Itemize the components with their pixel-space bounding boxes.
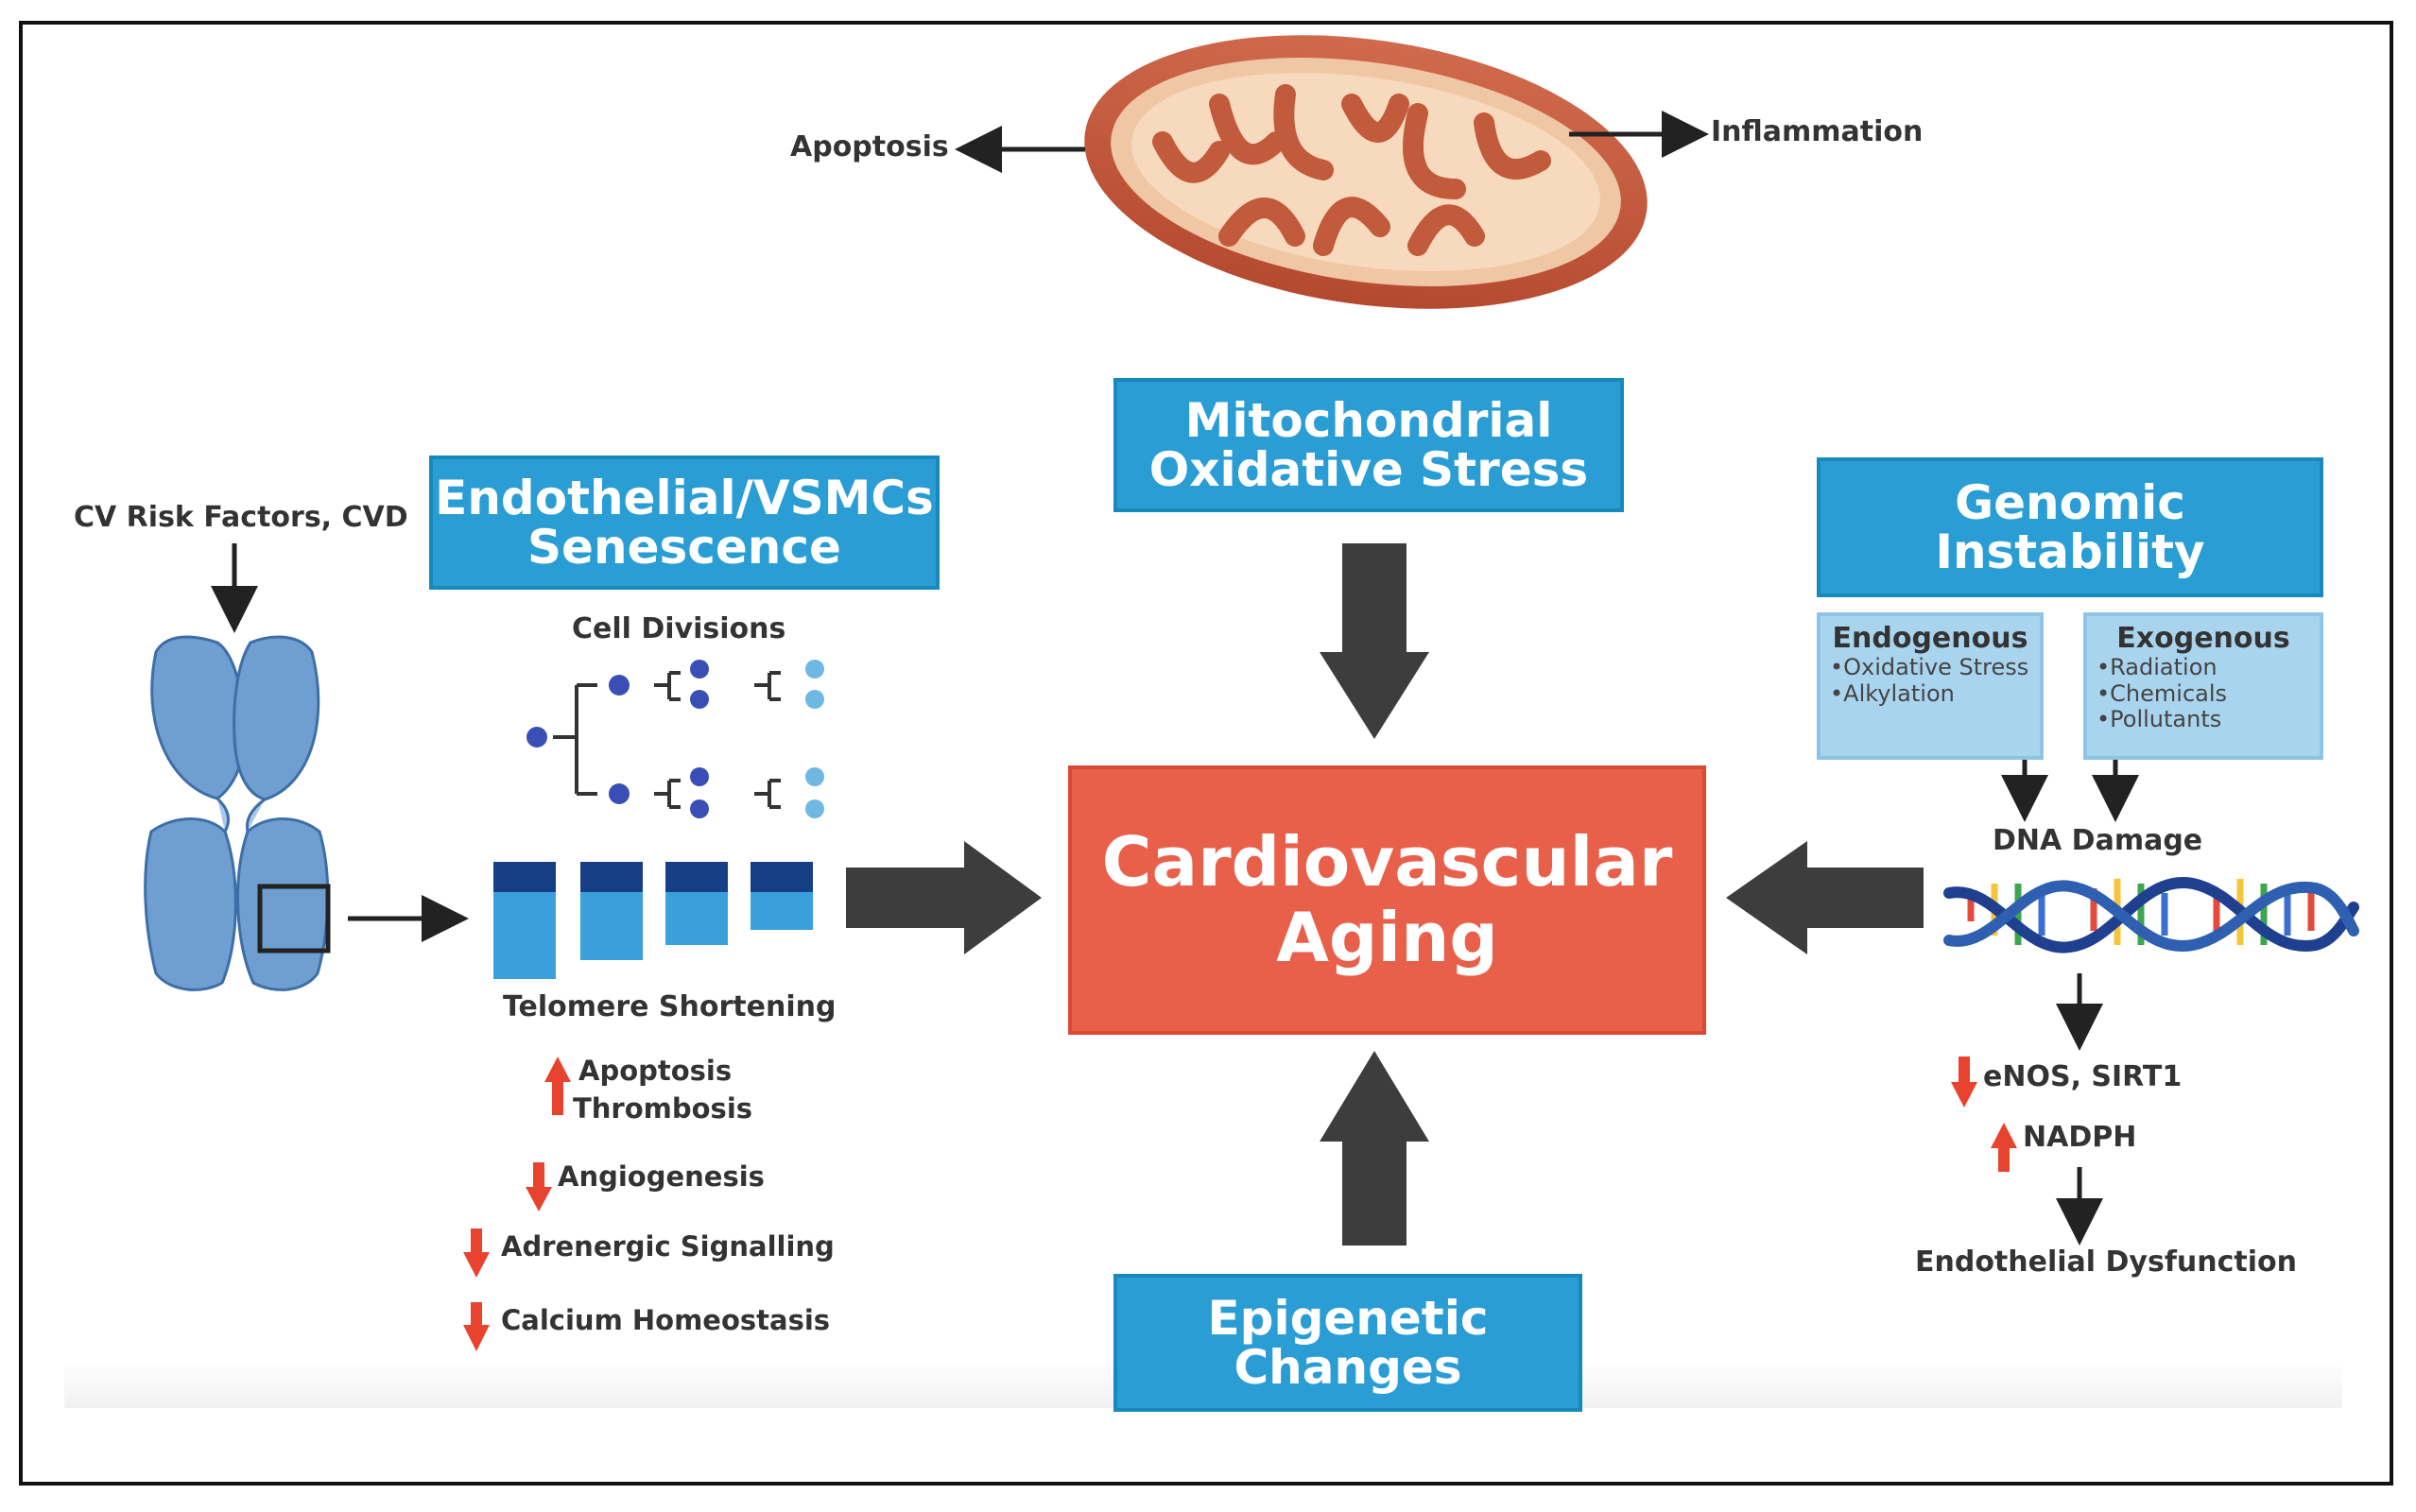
chromosome-icon	[144, 635, 330, 991]
senescence-box-line2: Senescence	[527, 520, 841, 575]
senescence-box: Endothelial/VSMCs Senescence	[429, 455, 940, 590]
nadph-label: NADPH	[2023, 1121, 2137, 1154]
epigenetic-changes-box: Epigenetic Changes	[1113, 1274, 1582, 1412]
effect-calcium-homeostasis: Calcium Homeostasis	[501, 1304, 831, 1336]
red-arrows-right	[1951, 1057, 2017, 1172]
center-line1: Cardiovascular	[1101, 822, 1673, 902]
senescence-box-line1: Endothelial/VSMCs	[435, 470, 934, 525]
inflammation-label: Inflammation	[1711, 115, 1924, 148]
mitochondrial-stress-box: Mitochondrial Oxidative Stress	[1113, 378, 1624, 512]
risk-factors-label: CV Risk Factors, CVD	[74, 501, 408, 534]
big-arrow-down	[1320, 543, 1429, 739]
telomere-shortening-label: Telomere Shortening	[503, 990, 837, 1023]
mito-box-line1: Mitochondrial	[1184, 392, 1553, 448]
telomere-bars	[493, 862, 813, 979]
mitochondrion-icon	[1084, 35, 1648, 309]
center-line2: Aging	[1276, 897, 1498, 977]
effect-apoptosis: Apoptosis	[578, 1055, 733, 1087]
cardiovascular-aging-box: Cardiovascular Aging	[1068, 765, 1706, 1035]
red-arrows-left	[463, 1057, 571, 1351]
effect-thrombosis: Thrombosis	[573, 1092, 753, 1125]
big-arrow-right	[846, 841, 1042, 954]
endogenous-item: •Oxidative Stress	[1830, 654, 2029, 680]
endogenous-box: Endogenous •Oxidative Stress •Alkylation	[1817, 612, 2044, 760]
exogenous-item: •Pollutants	[2097, 706, 2222, 733]
dna-helix-icon	[1943, 877, 2359, 954]
apoptosis-label: Apoptosis	[790, 130, 949, 163]
genomic-box-title: Genomic Instability	[1935, 474, 2205, 579]
endogenous-item: •Alkylation	[1830, 679, 1955, 707]
exogenous-item: •Chemicals	[2097, 679, 2228, 707]
dna-damage-label: DNA Damage	[1993, 824, 2203, 857]
enos-sirt1-label: eNOS, SIRT1	[1983, 1060, 2183, 1093]
big-arrow-up	[1320, 1051, 1429, 1246]
effect-angiogenesis: Angiogenesis	[558, 1160, 765, 1193]
genomic-instability-box: Genomic Instability	[1817, 457, 2323, 597]
cell-divisions-label: Cell Divisions	[572, 612, 786, 645]
epigenetic-box-title: Epigenetic Changes	[1207, 1290, 1489, 1395]
exogenous-title: Exogenous	[2116, 622, 2290, 655]
exogenous-box: Exogenous •Radiation •Chemicals •Polluta…	[2083, 612, 2323, 760]
cell-division-tree	[526, 660, 824, 818]
exogenous-item: •Radiation	[2097, 654, 2218, 680]
big-arrow-left	[1726, 841, 1924, 954]
endothelial-dysfunction-label: Endothelial Dysfunction	[1915, 1246, 2297, 1279]
chromosome-zoom-box	[257, 884, 331, 954]
effect-adrenergic-signalling: Adrenergic Signalling	[501, 1230, 835, 1263]
mito-box-line2: Oxidative Stress	[1148, 442, 1589, 497]
endogenous-title: Endogenous	[1832, 622, 2028, 655]
